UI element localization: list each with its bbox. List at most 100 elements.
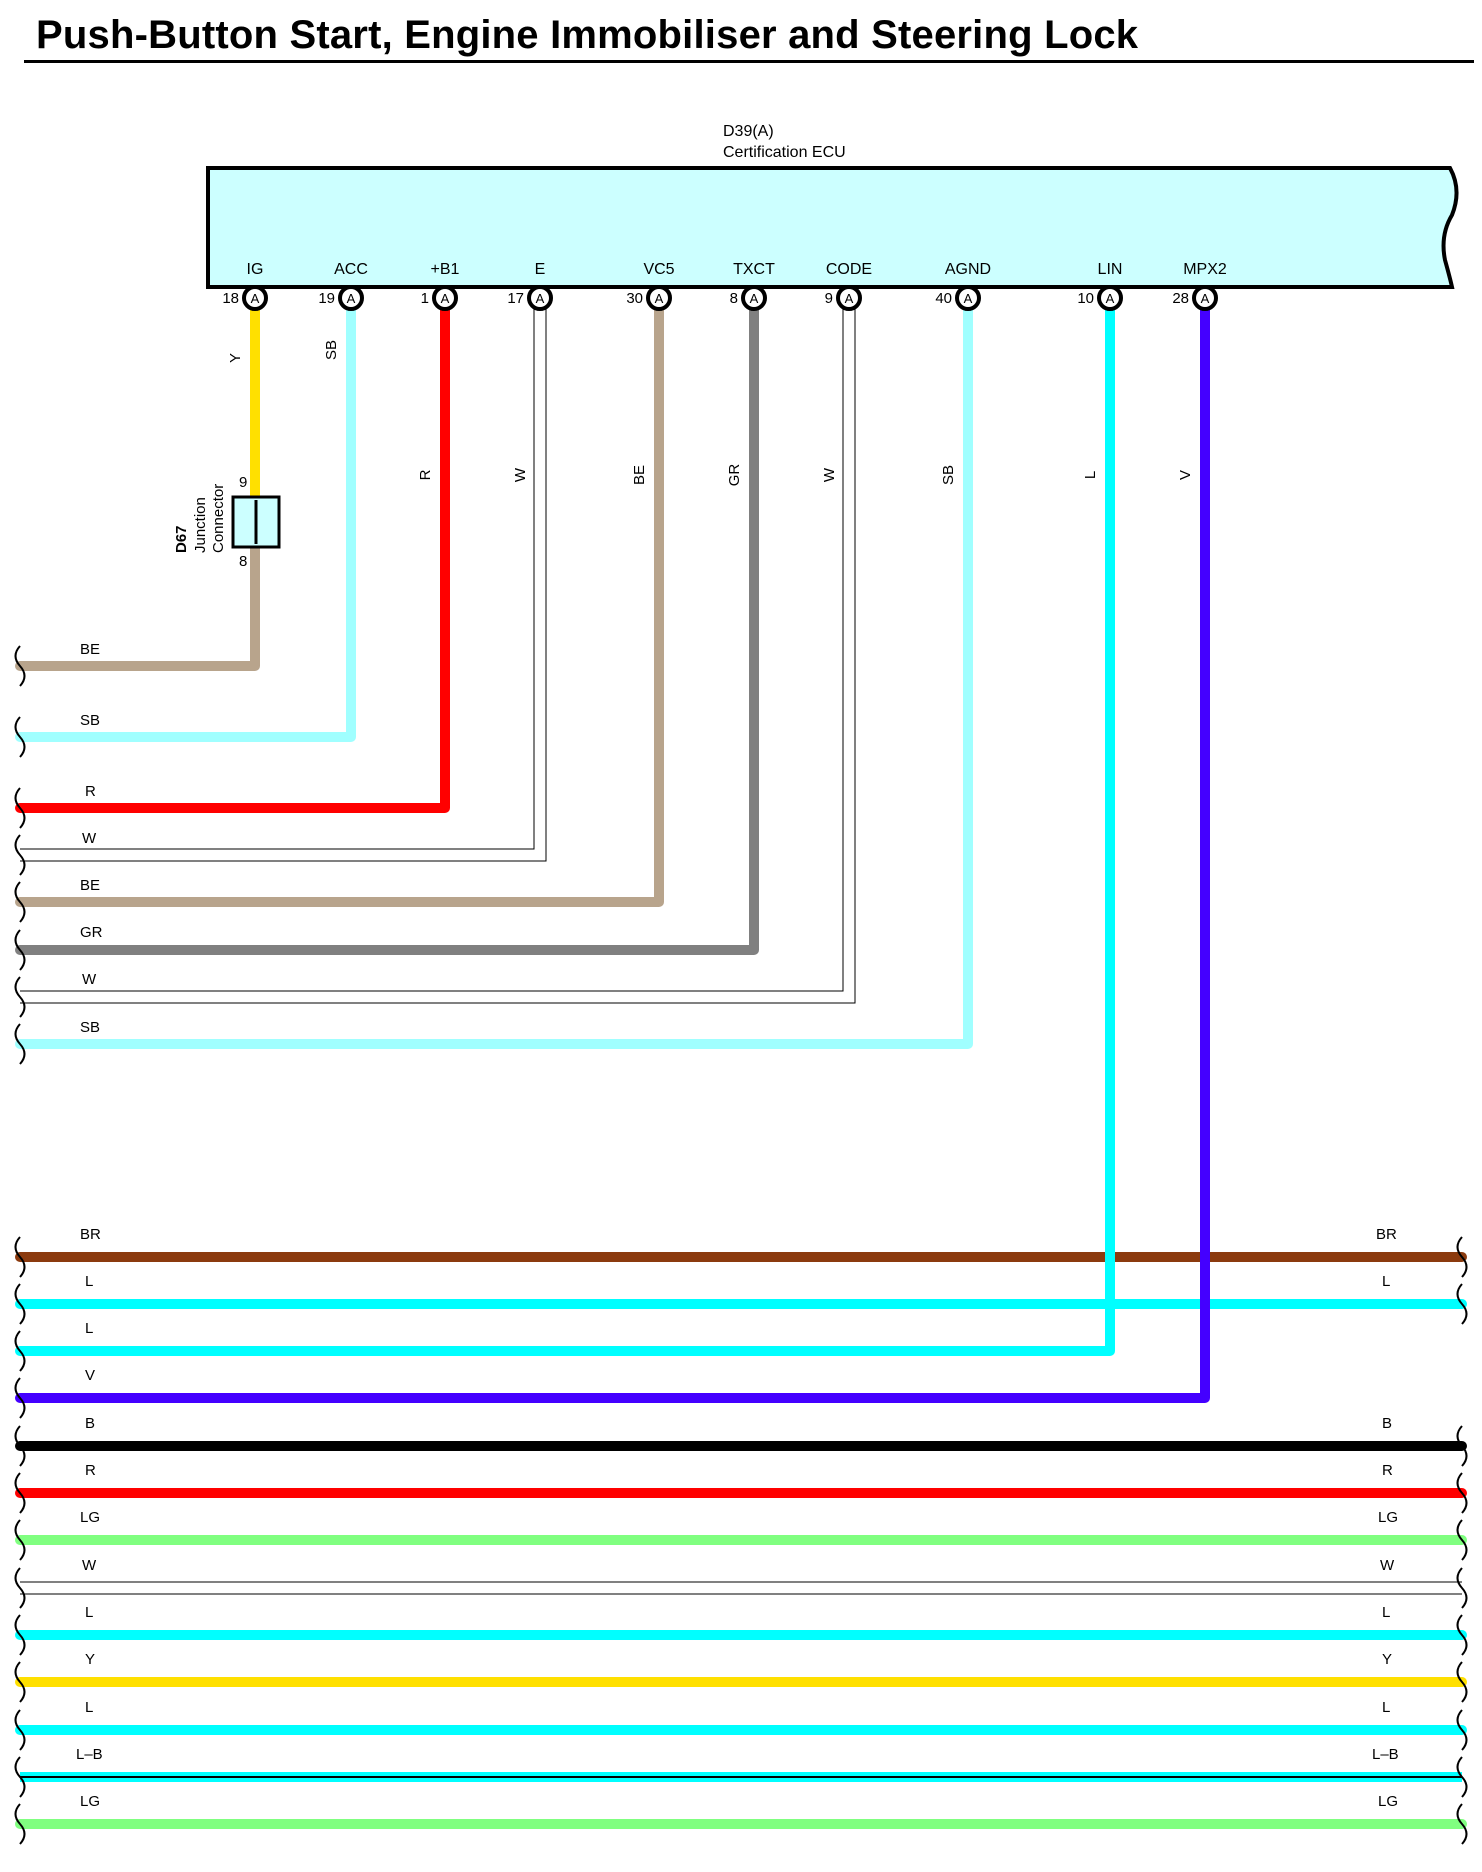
bus-label-left: BR xyxy=(80,1226,101,1243)
wire-b1-r xyxy=(15,293,450,813)
left-break-mark xyxy=(14,929,26,971)
terminal-label: LIN xyxy=(1098,261,1123,278)
wire-e-w xyxy=(20,298,546,861)
left-break-mark xyxy=(14,1519,26,1561)
terminal-circle xyxy=(527,285,553,311)
right-break-mark xyxy=(1456,1236,1468,1278)
left-break-mark xyxy=(14,1709,26,1751)
right-break-mark xyxy=(1456,1709,1468,1751)
terminal-circle xyxy=(432,285,458,311)
terminal-pin-number: 9 xyxy=(825,290,833,307)
bus-label-right: L xyxy=(1382,1273,1390,1290)
junction-name-line2: Connector xyxy=(210,484,227,553)
wire-txct-gr xyxy=(15,293,759,955)
terminal-wire-code: Y xyxy=(227,353,244,363)
bus-label-right: Y xyxy=(1382,1651,1392,1668)
terminal-connector-letter: A xyxy=(655,291,664,306)
terminal-label: IG xyxy=(247,261,264,278)
left-break-mark xyxy=(14,1283,26,1325)
left-break-mark xyxy=(14,834,26,876)
right-break-mark xyxy=(1456,1661,1468,1703)
left-break-mark xyxy=(14,1377,26,1419)
bus-label-right: R xyxy=(1382,1462,1393,1479)
left-break-mark xyxy=(14,1614,26,1656)
terminal-pin-number: 10 xyxy=(1077,290,1094,307)
wire-junction-be xyxy=(15,542,260,671)
page-title: Push-Button Start, Engine Immobiliser an… xyxy=(36,13,1139,57)
bus-label-left: R xyxy=(85,1462,96,1479)
left-break-mark xyxy=(14,1425,26,1467)
right-break-mark xyxy=(1456,1472,1468,1514)
terminal-wire-code: R xyxy=(417,469,434,480)
left-wire-label: SB xyxy=(80,712,100,729)
terminal-label: TXCT xyxy=(733,261,775,278)
terminal-pin-number: 8 xyxy=(730,290,738,307)
right-break-mark xyxy=(1456,1567,1468,1609)
bus-label-left: L–B xyxy=(76,1746,103,1763)
bus-label-right: L–B xyxy=(1372,1746,1399,1763)
right-break-mark xyxy=(1456,1425,1468,1467)
break-marks xyxy=(14,645,1468,1845)
wires-layer xyxy=(15,293,1467,1829)
left-wire-labels: BE SB R W BE GR W SB xyxy=(80,641,103,1036)
bus-label-left: B xyxy=(85,1415,95,1432)
terminal-circle xyxy=(242,285,268,311)
terminal-label: CODE xyxy=(826,261,872,278)
terminal-pin-number: 17 xyxy=(507,290,524,307)
left-break-mark xyxy=(14,1472,26,1514)
wire-code-w xyxy=(20,298,855,1003)
bus-label-right: LG xyxy=(1378,1793,1398,1810)
terminal-pin-number: 19 xyxy=(318,290,335,307)
wire-acc-sb xyxy=(15,293,356,742)
terminal-pin-number: 40 xyxy=(935,290,952,307)
terminal-pin-number: 1 xyxy=(421,290,429,307)
bus-label-left: LG xyxy=(80,1793,100,1810)
terminal-circle xyxy=(338,285,364,311)
terminal-circle xyxy=(1097,285,1123,311)
ecu-id: D39(A) xyxy=(723,123,774,140)
left-break-mark xyxy=(14,1236,26,1278)
terminal-connector-letter: A xyxy=(347,291,356,306)
terminal-circle xyxy=(1192,285,1218,311)
terminal-wire-code: V xyxy=(1177,470,1194,480)
bus-label-left: V xyxy=(85,1367,95,1384)
bus-label-right: LG xyxy=(1378,1509,1398,1526)
left-wire-label: W xyxy=(82,830,97,847)
left-wire-label: BE xyxy=(80,877,100,894)
left-break-mark xyxy=(14,1330,26,1372)
bus-label-left: L xyxy=(85,1273,93,1290)
left-break-mark xyxy=(14,1661,26,1703)
right-break-mark xyxy=(1456,1756,1468,1798)
terminal-wire-code: GR xyxy=(726,464,743,487)
left-break-mark xyxy=(14,1023,26,1065)
terminal-connector-letter: A xyxy=(1106,291,1115,306)
left-wire-label: SB xyxy=(80,1019,100,1036)
bus-label-left: LG xyxy=(80,1509,100,1526)
terminal-wire-code: W xyxy=(512,467,529,482)
left-break-mark xyxy=(14,881,26,923)
terminal-label: AGND xyxy=(945,261,991,278)
bus-label-right: BR xyxy=(1376,1226,1397,1243)
left-wire-label: R xyxy=(85,783,96,800)
bus-wire-labels: BR BR L L L V B B R R LG LG W W L L Y Y … xyxy=(76,1226,1399,1810)
left-break-mark xyxy=(14,645,26,687)
bus-label-left: W xyxy=(82,1557,97,1574)
terminal-label: E xyxy=(535,261,546,278)
title-underline xyxy=(24,60,1474,63)
terminal-circle xyxy=(836,285,862,311)
terminal-label: MPX2 xyxy=(1183,261,1227,278)
bus-label-right: L xyxy=(1382,1604,1390,1621)
right-break-mark xyxy=(1456,1803,1468,1845)
terminal-wire-code: BE xyxy=(631,465,648,485)
terminal-wire-code: L xyxy=(1082,471,1099,479)
wire-vc5-be xyxy=(15,293,664,907)
left-break-mark xyxy=(14,787,26,829)
terminal-label: VC5 xyxy=(643,261,674,278)
left-break-mark xyxy=(14,976,26,1018)
terminal-pin-number: 30 xyxy=(626,290,643,307)
bus-label-left: Y xyxy=(85,1651,95,1668)
terminal-label: +B1 xyxy=(431,261,460,278)
terminal-connector-letter: A xyxy=(1201,291,1210,306)
terminal-wire-code: SB xyxy=(323,340,340,360)
